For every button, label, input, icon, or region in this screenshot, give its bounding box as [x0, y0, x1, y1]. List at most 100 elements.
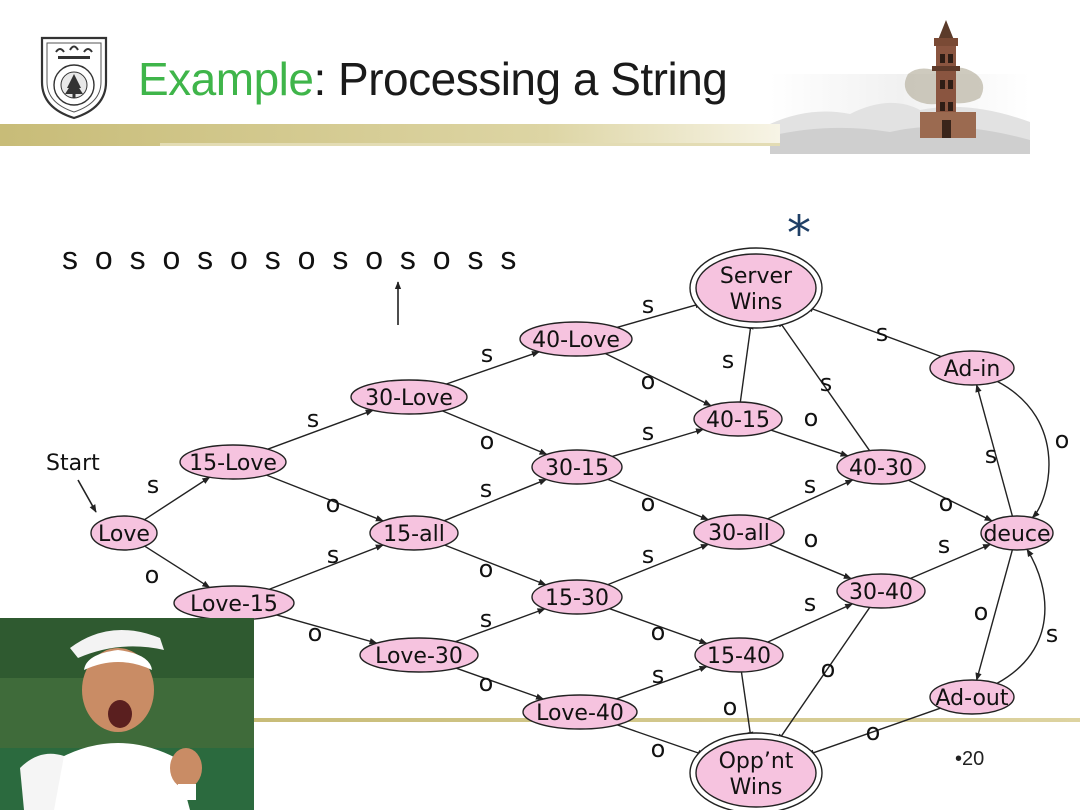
transition-15-30-to-30-all — [607, 543, 709, 586]
footer-rule — [250, 718, 1080, 722]
state-label: 40-15 — [706, 408, 770, 433]
state-15-all: 15-all — [369, 515, 459, 551]
transition-30-all-to-40-30 — [767, 479, 854, 520]
tower-photo — [770, 20, 1030, 154]
state-40-30: 40-30 — [836, 449, 926, 485]
state-label: 40-30 — [849, 456, 913, 481]
state-label: 15-40 — [707, 644, 771, 669]
university-seal-icon — [40, 36, 108, 120]
transition-30-15-to-40-15 — [612, 428, 704, 458]
transition-label: o — [480, 427, 495, 455]
state-label: 30-15 — [545, 456, 609, 481]
transition-15-all-to-15-30 — [444, 544, 547, 586]
state-40-love: 40-Love — [519, 321, 633, 357]
transition-label: o — [866, 718, 881, 746]
transition-15-love-to-30-love — [267, 409, 374, 450]
transition-40-15-to-server-wins — [739, 321, 754, 403]
transition-love-15-to-love-30 — [276, 614, 378, 645]
state-label: 30-all — [708, 521, 770, 546]
transition-label: o — [326, 490, 341, 518]
transition-label: o — [974, 598, 989, 626]
state-label: Wins — [730, 290, 783, 315]
transition-love-15-to-15-all — [269, 544, 384, 590]
transition-30-love-to-40-love — [446, 351, 540, 385]
transition-label: s — [876, 319, 889, 347]
state-deuce: deuce — [980, 515, 1054, 551]
transition-label: o — [804, 404, 819, 432]
transition-label: o — [821, 655, 836, 683]
state-30-all: 30-all — [693, 514, 785, 550]
state-label: Ad-out — [935, 686, 1008, 711]
transition-15-40-to-oppnt-wins — [740, 671, 754, 740]
state-40-15: 40-15 — [693, 401, 783, 437]
transition-label: o — [939, 489, 954, 517]
player-photo — [0, 618, 254, 810]
transition-40-love-to-server-wins — [616, 302, 704, 329]
transition-label: o — [308, 619, 323, 647]
transition-label: s — [147, 471, 160, 499]
state-label: deuce — [983, 522, 1050, 547]
state-love-30: Love-30 — [359, 637, 479, 673]
start-arrow — [77, 479, 97, 513]
transition-label: s — [1046, 620, 1059, 648]
transition-label: o — [651, 735, 666, 763]
transition-love-30-to-love-40 — [456, 667, 545, 700]
title-accent: Example — [138, 53, 314, 105]
transition-30-40-to-oppnt-wins — [777, 607, 871, 742]
header-rule — [0, 124, 780, 146]
state-15-30: 15-30 — [531, 579, 623, 615]
input-string: s o s o s o s o s o s o s s — [62, 240, 521, 276]
transition-40-15-to-40-30 — [770, 429, 849, 457]
transition-15-love-to-15-all — [266, 474, 384, 522]
transition-label: s — [652, 661, 665, 689]
transition-love-40-to-15-40 — [616, 665, 708, 700]
transition-label: s — [481, 340, 494, 368]
transition-30-love-to-30-15 — [442, 410, 548, 456]
transition-label: s — [804, 589, 817, 617]
transition-label: s — [820, 369, 833, 397]
transition-label: s — [480, 475, 493, 503]
transition-deuce-to-ad-in — [975, 384, 1014, 517]
transition-15-40-to-30-40 — [767, 603, 854, 643]
transition-label: o — [1055, 426, 1070, 454]
transition-label: s — [804, 471, 817, 499]
transition-label: s — [327, 541, 340, 569]
transition-15-all-to-30-15 — [444, 478, 548, 522]
transition-40-30-to-deuce — [908, 479, 993, 522]
transition-label: o — [641, 489, 656, 517]
state-30-love: 30-Love — [350, 379, 468, 415]
transition-love-to-15-love — [144, 476, 211, 521]
title-rest: : Processing a String — [313, 53, 728, 105]
state-label: Love-40 — [536, 701, 624, 726]
transition-love-to-love-15 — [144, 545, 211, 589]
transition-love-30-to-15-30 — [455, 608, 546, 643]
transition-label: o — [641, 367, 656, 395]
transition-ad-out-to-oppnt-wins — [806, 707, 941, 756]
state-label: Opp’nt — [719, 749, 794, 774]
state-love: Love — [90, 515, 158, 551]
state-ad-in: Ad-in — [929, 350, 1015, 386]
transition-30-15-to-30-all — [607, 478, 709, 521]
state-label: Love-15 — [190, 592, 278, 617]
transition-ad-out-to-deuce — [996, 548, 1046, 684]
state-15-40: 15-40 — [694, 637, 784, 673]
state-label: Love-30 — [375, 644, 463, 669]
transition-label: o — [804, 525, 819, 553]
state-label: 15-all — [383, 522, 445, 547]
transition-label: s — [642, 291, 655, 319]
transition-label: s — [480, 605, 493, 633]
transition-deuce-to-ad-out — [975, 549, 1014, 681]
current-state-marker: * — [787, 206, 811, 262]
slide-title: Example: Processing a String — [138, 52, 728, 106]
transition-40-love-to-40-15 — [605, 352, 712, 407]
transition-label: s — [307, 405, 320, 433]
transition-label: s — [642, 418, 655, 446]
transition-label: s — [985, 441, 998, 469]
transition-30-40-to-deuce — [910, 543, 992, 580]
transition-love-40-to-oppnt-wins — [616, 724, 706, 756]
state-love-15: Love-15 — [173, 585, 295, 621]
